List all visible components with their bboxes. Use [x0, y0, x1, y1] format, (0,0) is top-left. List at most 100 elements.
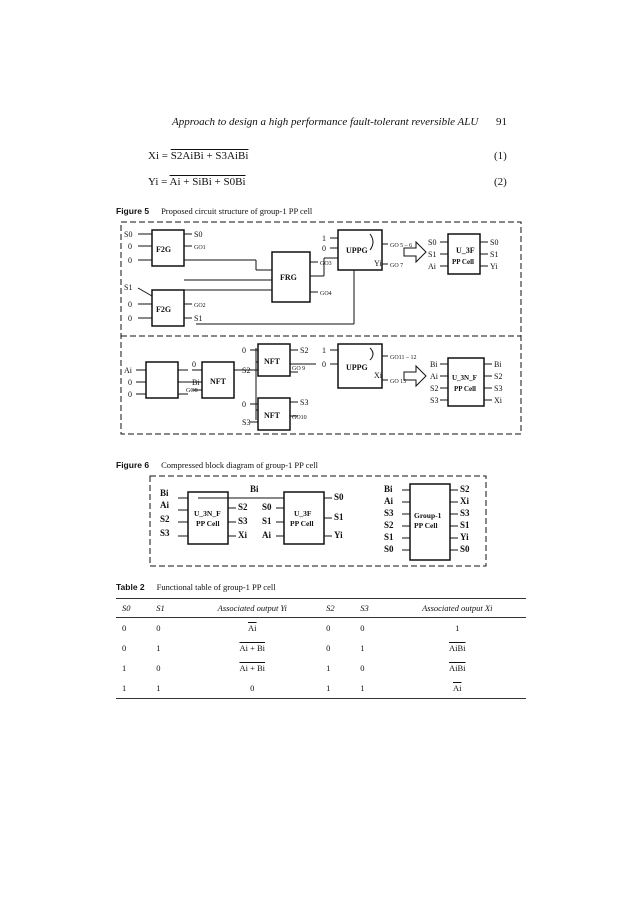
svg-text:GO11 – 12: GO11 – 12 — [390, 355, 416, 361]
svg-text:0: 0 — [128, 300, 132, 309]
svg-text:0: 0 — [322, 244, 326, 253]
nft-label: NFT — [264, 357, 281, 366]
group1-block: Group-1 — [414, 511, 442, 520]
svg-text:Bi: Bi — [192, 378, 200, 387]
svg-text:GO3: GO3 — [320, 261, 332, 267]
page-number: 91 — [496, 116, 507, 128]
svg-text:S3: S3 — [494, 384, 502, 393]
functional-table: S0 S1 Associated output Yi S2 S3 Associa… — [116, 598, 526, 699]
svg-text:S0: S0 — [262, 502, 272, 512]
svg-text:Ai: Ai — [124, 366, 133, 375]
svg-text:S3: S3 — [238, 516, 248, 526]
svg-text:S1: S1 — [124, 283, 132, 292]
svg-text:Ai: Ai — [262, 530, 271, 540]
svg-text:S1: S1 — [428, 250, 436, 259]
svg-text:Xi: Xi — [238, 530, 247, 540]
svg-text:S1: S1 — [334, 512, 344, 522]
nft-label: NFT — [210, 377, 227, 386]
svg-text:Ai: Ai — [430, 372, 439, 381]
equation-2-lhs: Yi — [148, 176, 159, 188]
svg-text:S2: S2 — [160, 514, 170, 524]
svg-text:S0: S0 — [490, 238, 498, 247]
u3nf-sub: PP Cell — [454, 385, 476, 393]
svg-text:S0: S0 — [384, 544, 394, 554]
svg-text:S1: S1 — [384, 532, 394, 542]
svg-text:S3: S3 — [160, 528, 170, 538]
svg-text:Bi: Bi — [494, 360, 502, 369]
svg-text:PP Cell: PP Cell — [196, 519, 220, 528]
svg-text:Ai: Ai — [384, 496, 393, 506]
u3f-label: U_3F — [456, 246, 475, 255]
figure5-diagram: F2G F2G FRG UPPG UPPG NFT NFT NFT U_3F P… — [120, 221, 522, 435]
svg-text:GO10: GO10 — [292, 415, 307, 421]
svg-text:GO2: GO2 — [194, 303, 206, 309]
svg-text:Xi: Xi — [494, 396, 503, 405]
figure5-label: Figure 5 — [116, 206, 150, 216]
svg-text:GO 13: GO 13 — [390, 379, 406, 385]
svg-text:GO 5 – 6: GO 5 – 6 — [390, 243, 412, 249]
equation-2-rhs: Ai + SiBi + S0Bi — [169, 176, 246, 188]
equation-1-lhs: Xi — [148, 150, 159, 162]
svg-text:0: 0 — [192, 360, 196, 369]
svg-text:Yi: Yi — [374, 259, 382, 268]
svg-text:Yi: Yi — [490, 262, 498, 271]
s0-in: S0 — [124, 230, 132, 239]
svg-text:S2: S2 — [300, 346, 308, 355]
u3f-block: U_3F — [294, 509, 312, 518]
equation-2-number: (2) — [494, 176, 507, 188]
svg-text:S3: S3 — [460, 508, 470, 518]
u3nf-block: U_3N_F — [194, 509, 221, 518]
uppg-label: UPPG — [346, 363, 368, 372]
svg-text:S2: S2 — [460, 484, 470, 494]
svg-text:GO1: GO1 — [194, 245, 206, 251]
svg-text:S0: S0 — [334, 492, 344, 502]
f2g-label: F2G — [156, 305, 171, 314]
figure6-diagram: U_3N_F PP Cell U_3F PP Cell Group-1 PP C… — [149, 475, 487, 567]
svg-text:Bi: Bi — [430, 360, 438, 369]
u3f-sub: PP Cell — [452, 258, 474, 266]
svg-text:S3: S3 — [384, 508, 394, 518]
f2g-label: F2G — [156, 245, 171, 254]
svg-text:Ai: Ai — [160, 500, 169, 510]
svg-text:S2: S2 — [238, 502, 248, 512]
svg-text:0: 0 — [128, 242, 132, 251]
equation-1: Xi = S2AiBi + S3AiBi — [148, 150, 249, 162]
svg-text:Yi: Yi — [334, 530, 343, 540]
svg-text:S2: S2 — [430, 384, 438, 393]
svg-text:GO 9: GO 9 — [292, 366, 305, 372]
equation-2: Yi = Ai + SiBi + S0Bi — [148, 176, 246, 188]
running-title: Approach to design a high performance fa… — [172, 116, 479, 128]
svg-text:Xi: Xi — [460, 496, 469, 506]
equation-1-rhs: S2AiBi + S3AiBi — [170, 150, 249, 162]
svg-text:S0: S0 — [428, 238, 436, 247]
svg-text:0: 0 — [322, 360, 326, 369]
svg-text:GO4: GO4 — [320, 291, 332, 297]
s0-out: S0 — [194, 230, 202, 239]
svg-text:GO 7: GO 7 — [390, 263, 403, 269]
svg-text:Bi: Bi — [160, 488, 169, 498]
equation-1-number: (1) — [494, 150, 507, 162]
svg-text:S0: S0 — [460, 544, 470, 554]
svg-text:S1: S1 — [490, 250, 498, 259]
table2-label: Table 2 — [116, 582, 145, 592]
svg-text:S2: S2 — [242, 366, 250, 375]
svg-text:S1: S1 — [194, 314, 202, 323]
svg-text:Bi: Bi — [384, 484, 393, 494]
svg-text:Yi: Yi — [460, 532, 469, 542]
nft-label: NFT — [264, 411, 281, 420]
svg-text:0: 0 — [242, 346, 246, 355]
table-header-row: S0 S1 Associated output Yi S2 S3 Associa… — [116, 598, 526, 618]
u3nf-label: U_3N_F — [452, 374, 477, 382]
svg-text:S2: S2 — [384, 520, 394, 530]
svg-text:S1: S1 — [460, 520, 470, 530]
svg-text:0: 0 — [128, 314, 132, 323]
svg-text:Xi: Xi — [374, 371, 383, 380]
svg-text:PP Cell: PP Cell — [414, 521, 438, 530]
svg-text:S2: S2 — [494, 372, 502, 381]
